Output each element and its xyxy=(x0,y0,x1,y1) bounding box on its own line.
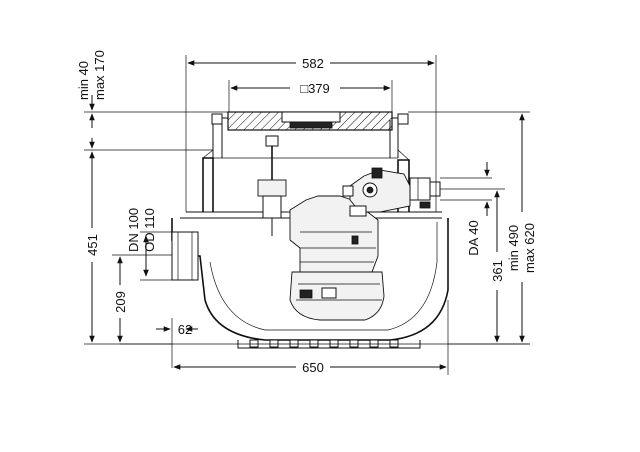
dim-650: 650 xyxy=(173,300,449,375)
dim-209: 209 xyxy=(112,254,172,343)
dim-min40-label: min 40 xyxy=(76,61,91,100)
cover-lid xyxy=(211,111,409,131)
dim-da40-label: DA 40 xyxy=(466,220,481,255)
dim-max170-label: max 170 xyxy=(92,50,107,100)
dim-height-adjust: min 40 max 170 xyxy=(76,50,228,151)
dim-62: 62 xyxy=(156,318,198,368)
base-ribs xyxy=(249,339,399,348)
dim-582-label: 582 xyxy=(302,56,324,71)
dim-outlet-da: DA 40 xyxy=(440,162,492,256)
dim-overall: min 490 max 620 xyxy=(408,111,537,345)
dim-582: 582 xyxy=(185,55,437,212)
tank-body xyxy=(120,211,530,349)
inlet-pipe xyxy=(171,231,199,281)
pump-assembly xyxy=(257,135,441,321)
dim-361-label: 361 xyxy=(490,260,505,282)
dim-379-label: □379 xyxy=(300,81,330,96)
dim-min490-label: min 490 xyxy=(506,225,521,271)
dim-209-label: 209 xyxy=(113,291,128,313)
dim-pipe-diameter: DN 100 OD 110 xyxy=(126,208,172,281)
dim-451: 451 xyxy=(84,151,172,345)
dim-od110-label: OD 110 xyxy=(142,208,157,252)
dim-650-label: 650 xyxy=(302,360,324,375)
dim-361: 361 xyxy=(440,188,505,345)
dim-dn100-label: DN 100 xyxy=(126,208,141,252)
dim-max620-label: max 620 xyxy=(522,223,537,273)
dim-62-label: 62 xyxy=(178,322,192,337)
dim-451-label: 451 xyxy=(85,234,100,256)
dim-379: □379 xyxy=(228,80,393,112)
